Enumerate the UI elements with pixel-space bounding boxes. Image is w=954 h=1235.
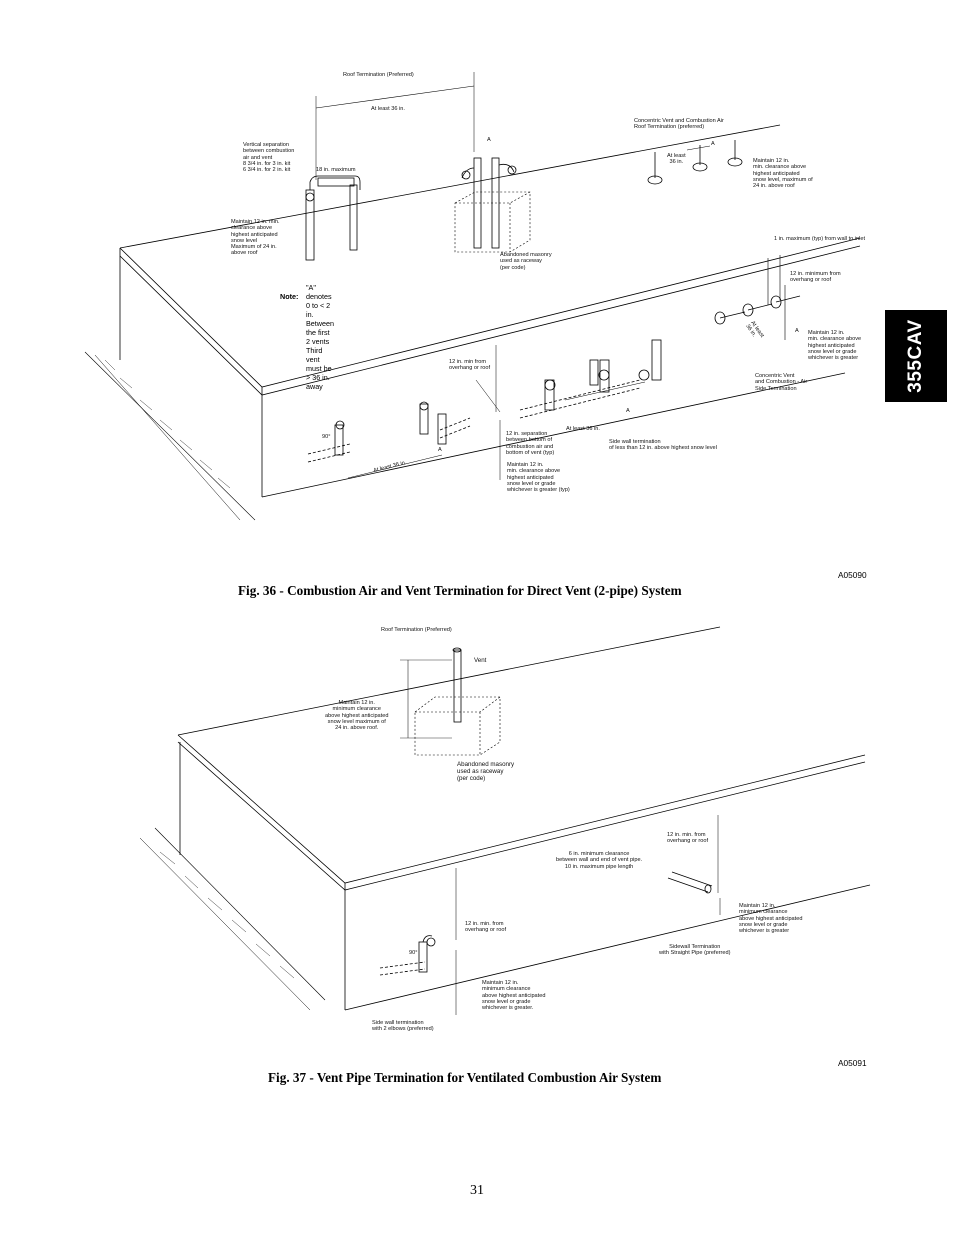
fig37-caption: Fig. 37 - Vent Pipe Termination for Vent… (268, 1070, 662, 1085)
fig36-masonry-box (454, 191, 531, 253)
fig36-maintain-side-right-label: Maintain 12 in. min. clearance above hig… (808, 330, 862, 362)
fig36-a-side-label: A (795, 328, 799, 334)
fig36-a-label: A (487, 137, 491, 143)
side-tab-label: 355CAV (905, 319, 926, 393)
fig36-roof-pipes-center (461, 157, 517, 249)
fig37-sidewall-straight-label: Sidewall Termination with Straight Pipe … (659, 944, 731, 957)
fig36-at-least-36-label: At least 36 in. (371, 106, 405, 112)
fig36-roof-vent-pair (305, 175, 361, 261)
fig36-roof-edge (119, 124, 781, 249)
fig37-vent-label: Vent (474, 657, 487, 664)
fig36-side-pipes (307, 339, 662, 463)
fig36-a-mid-label: A (626, 408, 630, 414)
fig36-at-least-36-mid-label: At least 36 in. (566, 426, 600, 432)
fig36-12-overhang-mid-label: 12 in. min from overhang or roof (449, 359, 491, 372)
fig37-12-overhang-left-label: 12 in. min. from overhang or roof (465, 921, 507, 934)
fig37-90-label: 90° (409, 950, 418, 956)
fig36-roof-termination-label: Roof Termination (Preferred) (343, 72, 414, 78)
fig36-a-concentric-label: A (711, 141, 715, 147)
fig37-sidewall-elbows (379, 935, 436, 976)
fig37-sidewall-straight-pipe (667, 871, 713, 894)
fig36-one-in-max-label: 1 in. maximum (typ) from wall to inlet (774, 236, 866, 242)
fig36-maintain-roof-label: Maintain 12 in. min. clearance above hig… (231, 219, 280, 257)
fig37-drawing (139, 626, 871, 1015)
fig37-6-in-min-label: 6 in. minimum clearance between wall and… (556, 851, 643, 870)
fig37-abandoned-masonry-label: Abandoned masonry used as raceway (per c… (457, 761, 515, 782)
fig36-note-label: Note: (280, 292, 299, 301)
fig36-90-label: 90° (322, 434, 331, 440)
fig36-code: A05090 (838, 570, 867, 580)
fig36-18-max-label: 18 in. maximum (316, 167, 356, 173)
fig37-code: A05091 (838, 1058, 867, 1068)
fig36-vertical-separation-label: Vertical separation between combustion a… (243, 142, 295, 174)
fig36-maintain-mid-label: Maintain 12 in. min. clearance above hig… (507, 462, 570, 494)
fig37-maintain-right-label: Maintain 12 in. minimum clearance above … (739, 903, 803, 935)
fig36-caption: Fig. 36 - Combustion Air and Vent Termin… (238, 583, 682, 598)
fig36-a-left-label: A (438, 447, 442, 453)
fig37-maintain-left-label: Maintain 12 in. minimum clearance above … (482, 980, 546, 1012)
fig37-maintain-roof-label: Maintain 12 in. minimum clearance above … (325, 700, 389, 732)
fig36-maintain-concentric-label: Maintain 12 in. min. clearance above hig… (753, 158, 813, 190)
fig36-note: Note: "A" denotes 0 to < 2 in. Between t… (280, 283, 334, 391)
fig37-masonry-box (414, 696, 501, 756)
fig36-side-wall-less-label: Side wall termination of less than 12 in… (609, 439, 717, 452)
fig37-12-overhang-right-label: 12 in. min. from overhang or roof (667, 832, 709, 845)
side-tab: 355CAV (885, 310, 947, 402)
fig37-side-wall-2-elbows-label: Side wall termination with 2 elbows (pre… (372, 1020, 434, 1033)
fig36-separation-bottom-label: 12 in. separation between bottom of comb… (506, 431, 555, 456)
fig36-concentric-side-label: Concentric Vent and Combustion - Air Sid… (755, 373, 808, 392)
fig36-drawing (84, 72, 861, 521)
fig36-abandoned-masonry-label: Abandoned masonry used as raceway (per c… (500, 252, 552, 271)
fig36-side-concentric (714, 255, 801, 340)
fig36-12-overhang-right-label: 12 in. minimum from overhang or roof (790, 271, 841, 284)
fig36-concentric-roof-label: Concentric Vent and Combustion Air Roof … (634, 118, 724, 131)
fig37-roof-vent (452, 647, 462, 723)
fig36-at-least-36-concentric-label: At least 36 in. (667, 153, 686, 166)
page-number: 31 (470, 1183, 484, 1198)
fig36-note-text: "A" denotes 0 to < 2 in. Between the fir… (306, 283, 334, 391)
fig36-concentric-roof (647, 140, 743, 185)
fig37-roof-termination-label: Roof Termination (Preferred) (381, 627, 452, 633)
